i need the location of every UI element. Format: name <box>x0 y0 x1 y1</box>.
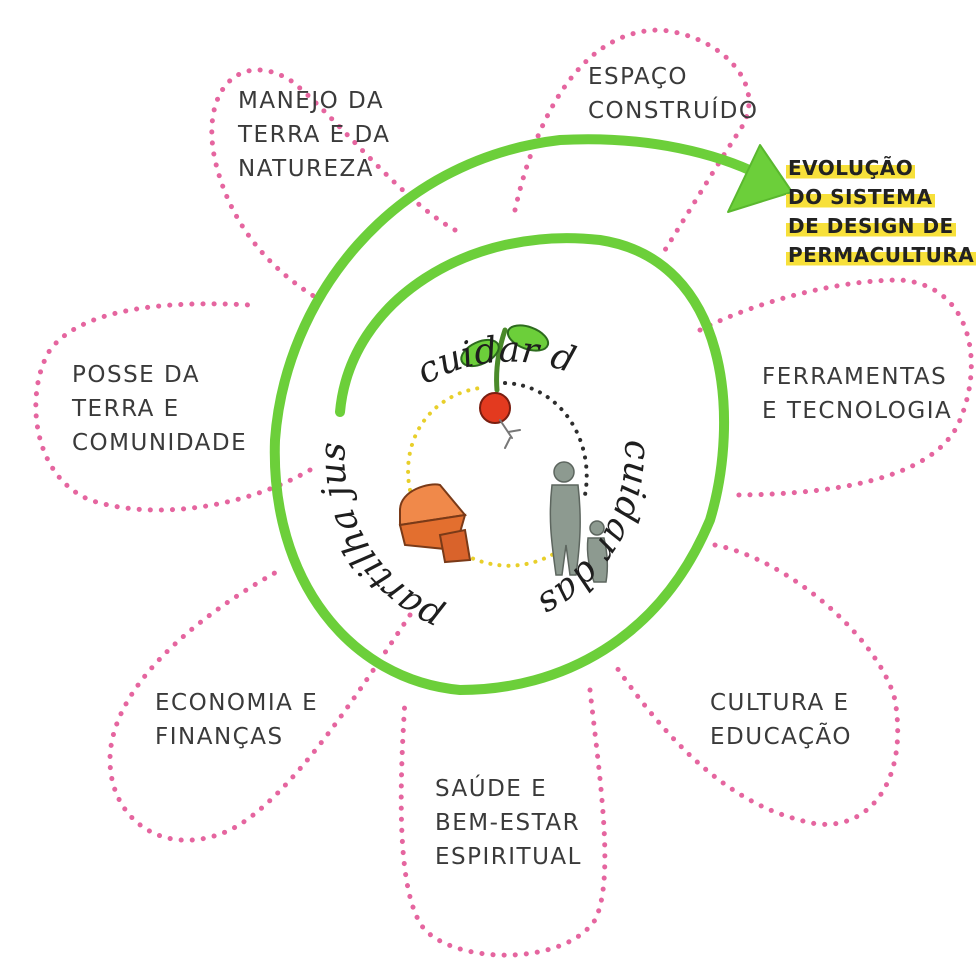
petal-saude <box>398 687 608 958</box>
petal-label-ferramentas: FERRAMENTAS E TECNOLOGIA <box>762 364 953 424</box>
inner-dots-earth-people <box>503 381 589 497</box>
ethic-earth-label: cuidar da terra <box>0 0 580 393</box>
petal-label-manejo: MANEJO DA TERRA E DA NATUREZA <box>238 88 391 182</box>
petal-label-saude: SAÚDE E BEM-ESTAR ESPIRITUAL <box>435 776 582 870</box>
petal-ferramentas <box>697 277 974 498</box>
evolution-arrow <box>269 134 793 696</box>
petal-label-cultura: CULTURA E EDUCAÇÃO <box>710 690 852 750</box>
arrow-head-icon <box>727 144 793 213</box>
petal-economia <box>107 567 413 843</box>
petal-cultura <box>612 542 901 827</box>
goal-label: EVOLUÇÃO DO SISTEMA DE DESIGN DE PERMACU… <box>786 154 977 270</box>
petal-label-posse: POSSE DA TERRA E COMUNIDADE <box>72 362 248 456</box>
petal-espaco <box>512 27 752 253</box>
inner-dots-people-fair <box>463 548 562 568</box>
petal-label-economia: ECONOMIA E FINANÇAS <box>155 690 319 750</box>
petal-posse <box>33 301 313 513</box>
family-icon <box>549 461 609 583</box>
seedling-icon <box>460 324 550 449</box>
inner-dots-fair-earth <box>406 386 482 492</box>
petals <box>33 27 974 958</box>
petal-label-espaco: ESPAÇO CONSTRUÍDO <box>588 64 759 124</box>
cheese-icon <box>398 483 472 564</box>
